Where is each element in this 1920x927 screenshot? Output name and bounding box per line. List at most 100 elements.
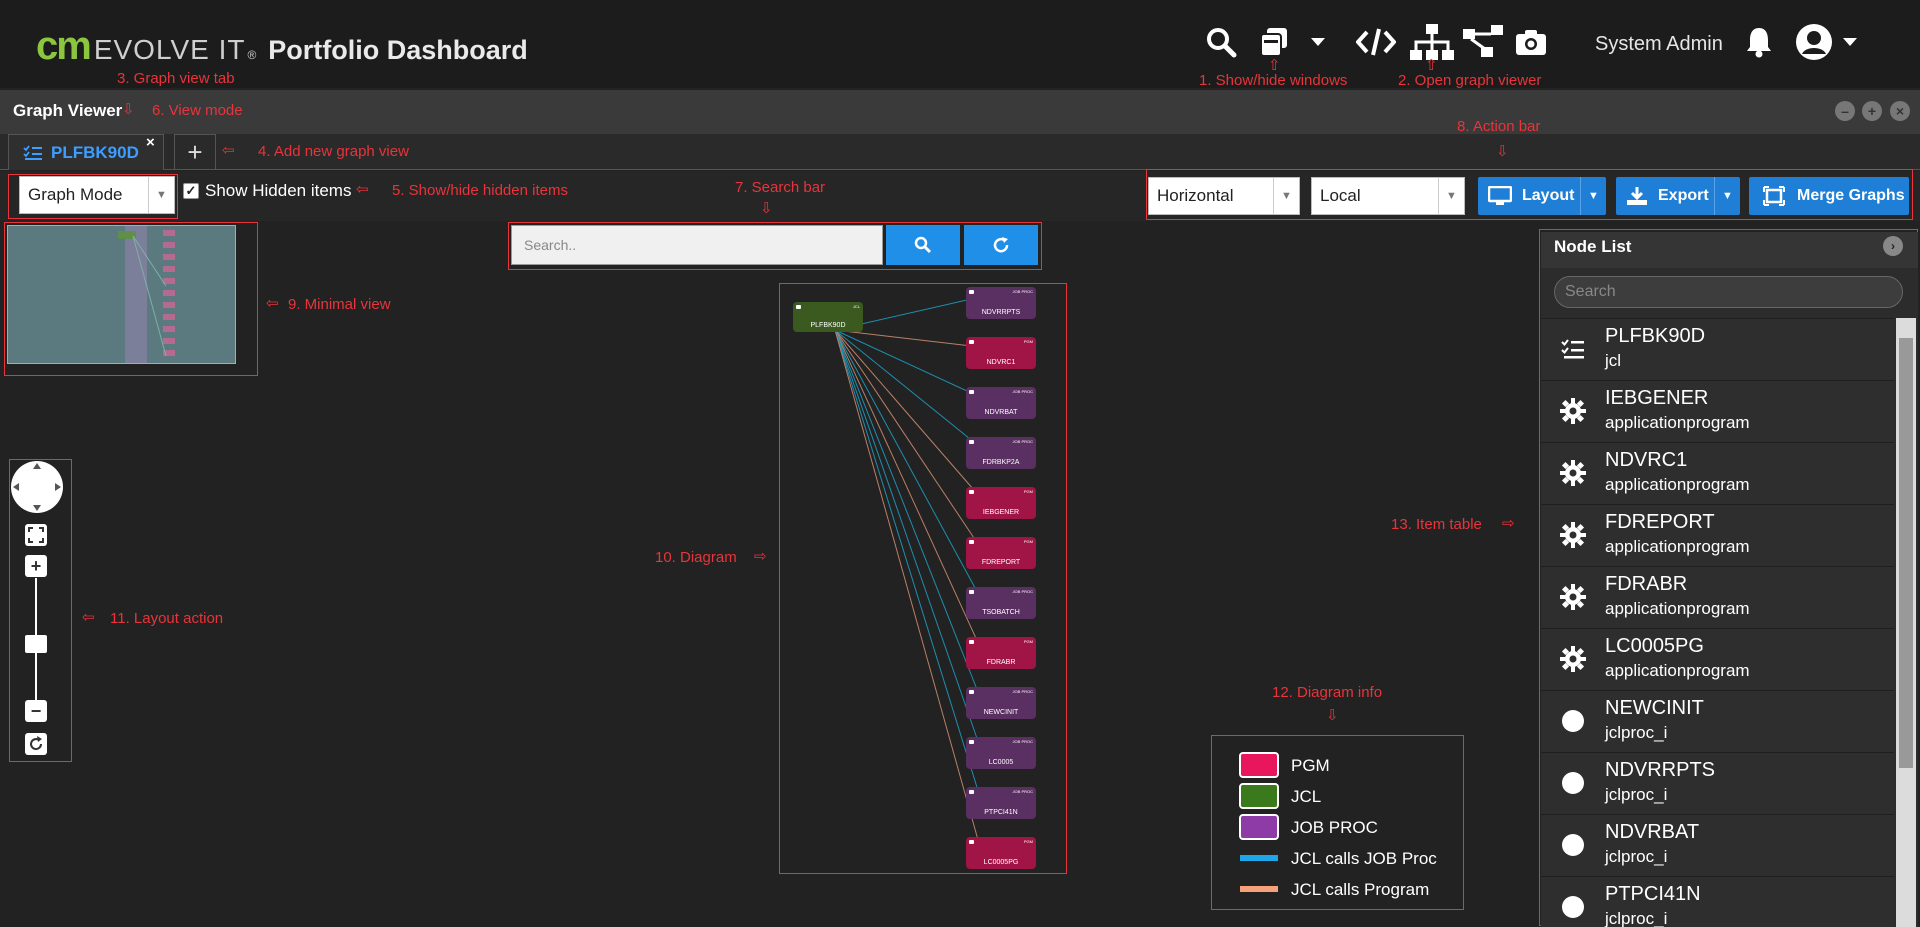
node-marker <box>969 490 974 494</box>
export-button[interactable]: Export ▼ <box>1616 177 1740 215</box>
maximize-icon[interactable]: + <box>1862 101 1882 121</box>
windows-icon[interactable] <box>1257 22 1291 62</box>
annotation-6: 6. View mode <box>152 102 243 119</box>
user-avatar-icon[interactable] <box>1794 22 1834 62</box>
code-icon[interactable] <box>1356 22 1396 62</box>
pan-navigator[interactable] <box>11 461 63 513</box>
legend-label: JOB PROC <box>1291 818 1378 837</box>
merge-graphs-button[interactable]: Merge Graphs <box>1749 177 1909 215</box>
minimal-view[interactable] <box>7 225 236 364</box>
diagram-canvas[interactable] <box>780 284 1065 873</box>
legend-swatch <box>1239 783 1279 809</box>
chevron-down-icon[interactable]: ▼ <box>1580 177 1606 215</box>
search-button[interactable] <box>886 225 960 265</box>
logo-evolve: EVOLVE IT <box>93 34 246 65</box>
node-type-tag: JOB PROC <box>1012 739 1033 744</box>
org-chart-icon[interactable] <box>1409 22 1455 62</box>
orientation-select[interactable]: Horizontal ▼ <box>1148 177 1300 215</box>
node-list-item-name: PTPCI41N <box>1605 883 1701 905</box>
graph-search-input[interactable]: Search.. <box>511 225 883 265</box>
add-graph-view-button[interactable]: + <box>174 134 216 170</box>
node-list-item-name: IEBGENER <box>1605 387 1709 409</box>
graph-view-tab[interactable]: PLFBK90D <box>8 134 164 170</box>
show-hidden-label: Show Hidden items <box>205 181 352 200</box>
zoom-out-button[interactable]: − <box>25 700 47 722</box>
top-app-bar <box>0 0 1920 88</box>
fit-screen-icon[interactable] <box>25 524 47 546</box>
show-hidden-checkbox[interactable]: ✓ <box>183 183 199 199</box>
layout-button[interactable]: Layout ▼ <box>1478 177 1606 215</box>
node-marker <box>969 790 974 794</box>
chevron-down-icon[interactable]: ▼ <box>1714 177 1740 215</box>
graph-viewer-icon[interactable] <box>1462 22 1504 62</box>
circle-icon <box>1559 707 1587 735</box>
diagram-edge <box>834 329 981 398</box>
annotation-2: 2. Open graph viewer <box>1398 72 1542 89</box>
node-list-item-type: applicationprogram <box>1605 413 1750 432</box>
annotation-box-minimap <box>4 222 258 376</box>
node-marker <box>969 290 974 294</box>
diagram-edge <box>834 329 981 448</box>
gear-icon <box>1559 459 1587 487</box>
chevron-right-icon[interactable]: › <box>1883 236 1903 256</box>
legend-label: JCL <box>1291 787 1322 806</box>
legend-label: JCL calls Program <box>1291 880 1430 899</box>
refresh-button[interactable] <box>964 225 1038 265</box>
minimize-icon[interactable]: – <box>1835 101 1855 121</box>
zoom-in-button[interactable]: + <box>25 555 47 577</box>
node-label: PTPCI41N <box>984 809 1018 816</box>
node-list-search-input[interactable]: Search <box>1554 276 1903 308</box>
legend-swatch <box>1240 886 1278 892</box>
user-menu-chevron-icon[interactable] <box>1840 22 1860 62</box>
view-mode-select[interactable]: Graph Mode ▼ <box>19 176 175 214</box>
search-icon[interactable] <box>1203 22 1239 62</box>
legend-swatch <box>1240 855 1278 861</box>
camera-icon[interactable] <box>1514 22 1548 62</box>
node-label: TSOBATCH <box>982 609 1020 616</box>
node-list-scroll-thumb[interactable] <box>1899 338 1913 768</box>
diagram-edge <box>834 329 981 498</box>
close-icon[interactable]: × <box>1890 101 1910 121</box>
node-marker <box>969 540 974 544</box>
legend-swatch <box>1239 752 1279 778</box>
pan-arrows-icon <box>13 463 61 511</box>
app-logo: cm EVOLVE IT ® Portfolio Dashboard <box>36 24 528 69</box>
scope-select[interactable]: Local ▼ <box>1311 177 1465 215</box>
chevron-down-icon: ▼ <box>148 177 174 213</box>
annotation-arrow-down: ⇩ <box>1326 707 1339 724</box>
bell-icon[interactable] <box>1744 22 1774 62</box>
node-list-item-type: jclproc_i <box>1605 723 1668 742</box>
node-list-item[interactable]: IEBGENER applicationprogram <box>1541 380 1894 442</box>
reset-layout-icon[interactable] <box>25 733 47 755</box>
logo-reg: ® <box>247 48 257 62</box>
user-name[interactable]: System Admin <box>1595 33 1723 55</box>
chevron-down-icon[interactable] <box>1308 22 1328 62</box>
annotation-11: 11. Layout action <box>110 610 224 627</box>
tab-close-icon[interactable]: × <box>146 134 155 151</box>
diagram-edge <box>834 329 981 598</box>
annotation-box-view-mode <box>8 174 178 219</box>
zoom-slider-thumb[interactable] <box>25 635 47 653</box>
